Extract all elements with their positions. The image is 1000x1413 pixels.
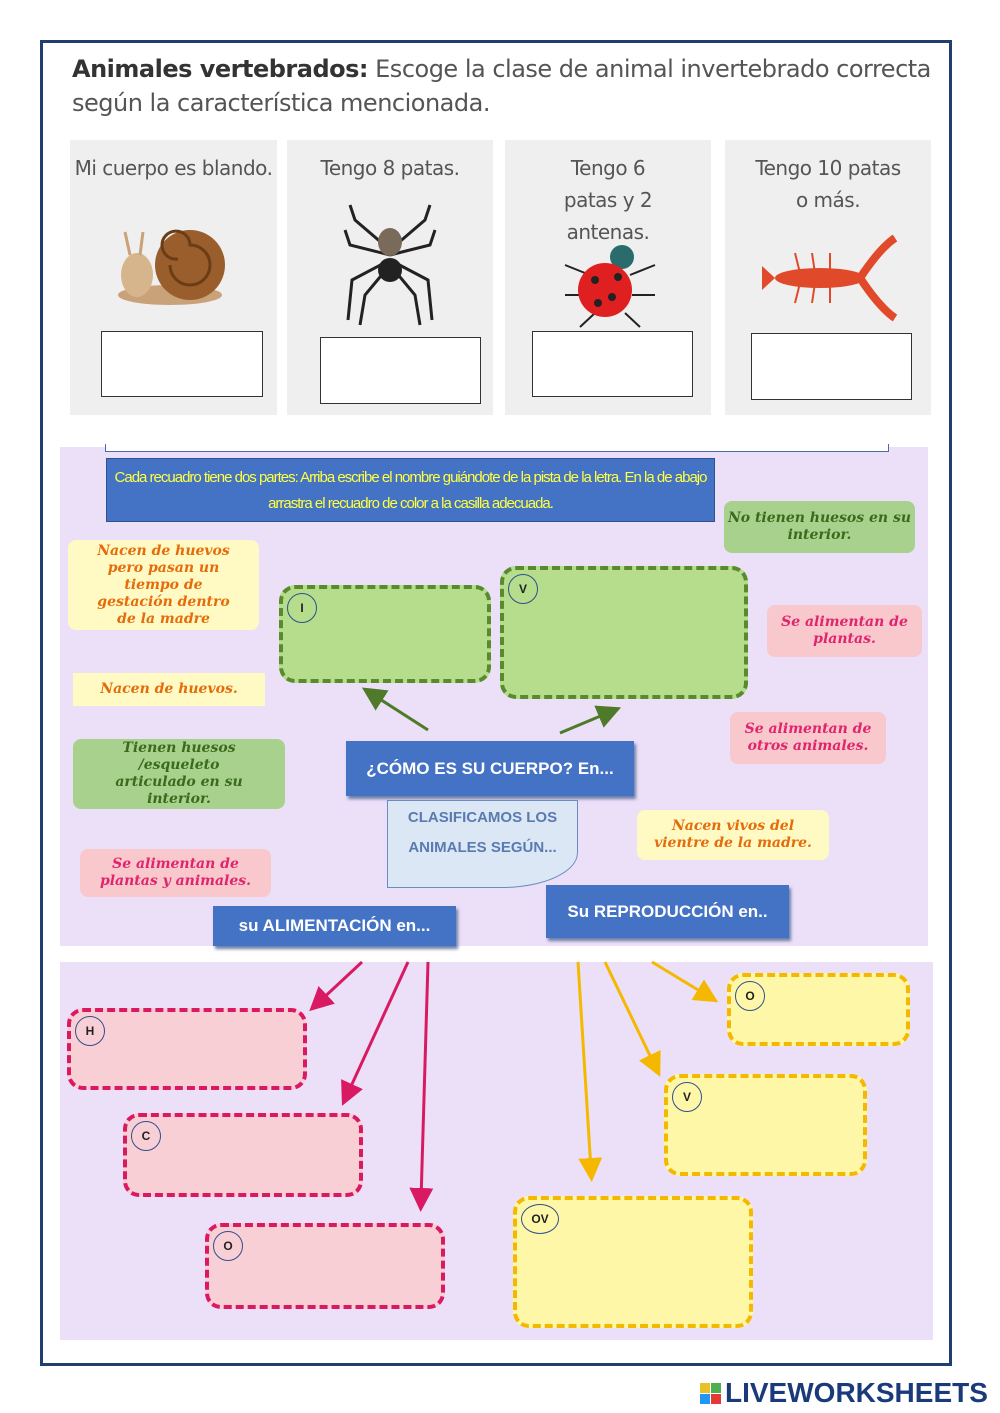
drag-card-otros[interactable]: Se alimentan de otros animales. xyxy=(730,712,886,764)
hint-letter: C xyxy=(131,1121,161,1151)
arrow xyxy=(309,960,364,1012)
drag-card-huevos[interactable]: Nacen de huevos. xyxy=(73,673,265,706)
answer-input-3[interactable] xyxy=(532,331,693,397)
drop-zone-ovoviviparos[interactable]: OV xyxy=(513,1196,753,1328)
page-title: Animales vertebrados: Escoge la clase de… xyxy=(72,52,942,120)
snail-icon xyxy=(118,229,225,305)
hint-letter: O xyxy=(213,1231,243,1261)
drop-zone-viviparos[interactable]: V xyxy=(664,1074,867,1176)
spider-icon xyxy=(343,204,437,326)
title-bold: Animales vertebrados: xyxy=(72,55,369,83)
answer-input-1[interactable] xyxy=(101,331,263,397)
drop-zone-carnivoros[interactable]: C xyxy=(123,1113,363,1197)
arrow xyxy=(341,961,410,1106)
liveworksheets-logo: LIVEWORKSHEETS xyxy=(700,1377,988,1409)
page-frame xyxy=(40,40,952,1366)
drag-card-vivos[interactable]: Nacen vivos del vientre de la madre. xyxy=(637,810,829,860)
drop-zone-herbivoros[interactable]: H xyxy=(67,1008,307,1090)
answer-input-2[interactable] xyxy=(320,337,481,404)
lobster-icon xyxy=(762,234,898,322)
drag-card-huesos[interactable]: Tienen huesos /esqueleto articulado en s… xyxy=(73,739,285,809)
drag-card-omni[interactable]: Se alimentan de plantas y animales. xyxy=(80,849,271,897)
ladybug-icon xyxy=(564,245,656,328)
arrow xyxy=(603,961,661,1077)
arrow xyxy=(409,961,434,1212)
arrow xyxy=(559,705,622,735)
label-cuerpo: ¿CÓMO ES SU CUERPO? En... xyxy=(346,741,634,796)
card-label: Tengo 8 patas. xyxy=(320,156,461,180)
logo-icon xyxy=(700,1382,721,1404)
label-alimentacion: su ALIMENTACIÓN en... xyxy=(213,906,456,946)
drop-zone-omnivoros[interactable]: O xyxy=(205,1223,445,1309)
drag-card-ovovivi[interactable]: Nacen de huevos pero pasan un tiempo de … xyxy=(68,540,259,630)
drop-zone-invertebrados[interactable]: I xyxy=(279,585,491,683)
answer-input-4[interactable] xyxy=(751,333,912,400)
drop-zone-vertebrados[interactable]: V xyxy=(500,566,748,699)
card-label: Mi cuerpo es blando. xyxy=(74,156,273,180)
drag-card-no-huesos[interactable]: No tienen huesos en su interior. xyxy=(724,501,915,553)
arrow xyxy=(361,687,429,732)
instruction-box: Cada recuadro tiene dos partes: Arriba e… xyxy=(106,458,715,522)
hint-letter: V xyxy=(672,1082,702,1112)
drop-zone-oviparos[interactable]: O xyxy=(727,973,910,1046)
hint-letter: V xyxy=(508,574,538,604)
hint-letter: OV xyxy=(521,1204,559,1234)
card-label: Tengo 6 patas y 2 antenas. xyxy=(563,156,653,244)
hint-letter: I xyxy=(287,593,317,623)
arrow xyxy=(576,961,603,1182)
divider-bar xyxy=(105,444,889,452)
drag-card-plantas[interactable]: Se alimentan de plantas. xyxy=(767,605,922,657)
hint-letter: H xyxy=(75,1016,105,1046)
card-label: Tengo 10 patas o más. xyxy=(755,156,901,212)
label-clasificamos: CLASIFICAMOS LOS ANIMALES SEGÚN... xyxy=(387,800,578,888)
brand-text: LIVEWORKSHEETS xyxy=(725,1377,988,1408)
arrow xyxy=(651,960,719,1003)
label-reproduccion: Su REPRODUCCIÓN en.. xyxy=(546,885,789,938)
title-text: Escoge la clase de animal invertebrado c… xyxy=(72,55,931,117)
hint-letter: O xyxy=(735,981,765,1011)
